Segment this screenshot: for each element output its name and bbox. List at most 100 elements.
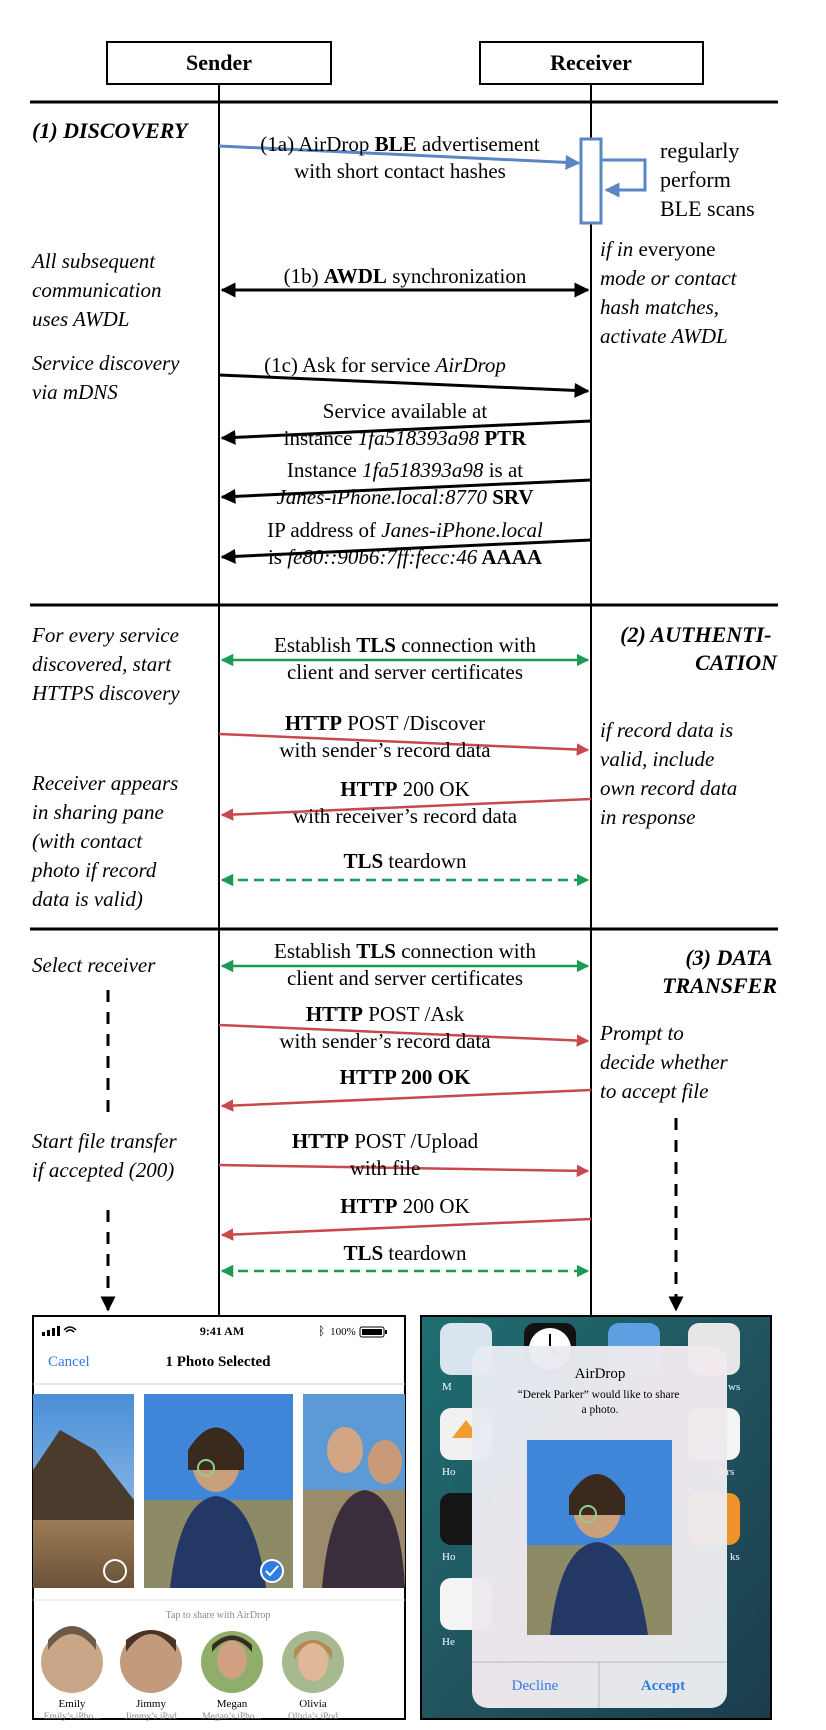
message-label-segment: client and server certificates	[287, 660, 523, 684]
svg-text:He: He	[442, 1636, 455, 1648]
note-start-transfer: Start file transfer if accepted (200)	[32, 1129, 182, 1182]
msg-1c: (1c) Ask for service AirDrop	[264, 353, 506, 377]
contact-jimmy[interactable]: Jimmy Jimmy’s iPad	[120, 1630, 182, 1722]
contact-device: Megan’s iPho...	[202, 1712, 262, 1722]
contact-device: Emily’s iPho...	[44, 1712, 100, 1722]
arrow-post-upload	[218, 1163, 590, 1178]
message-label-segment: 1fa518393a98	[362, 458, 484, 482]
share-hint: Tap to share with AirDrop	[166, 1610, 271, 1621]
contact-name: Megan	[217, 1698, 248, 1710]
photo-select-circle[interactable]	[103, 1559, 127, 1583]
arrow-srv	[220, 478, 592, 504]
alert-message: “Derek Parker” would like to share a pho…	[518, 1389, 683, 1416]
arrow-ble-advertisement	[218, 144, 581, 170]
message-label-segment: PTR	[479, 426, 527, 450]
contact-device: Olivia’s iPod	[288, 1712, 338, 1722]
message-label-segment: SRV	[487, 485, 534, 509]
message-label-segment: synchronization	[387, 264, 527, 288]
arrow-post-discover	[218, 732, 590, 756]
message-arrows	[218, 144, 592, 1278]
alert-title: AirDrop	[575, 1366, 626, 1382]
message-label-segment: with sender’s record data	[279, 1029, 491, 1053]
note-https: For every service discovered, start HTTP…	[31, 623, 184, 705]
svg-text:ws: ws	[728, 1381, 740, 1393]
message-label-segment: BLE	[375, 132, 417, 156]
message-label-segment: (1a) AirDrop	[260, 132, 374, 156]
message-label-segment: HTTP	[340, 777, 397, 801]
arrow-aaaa	[220, 538, 592, 564]
msg-1b: (1b) AWDL synchronization	[284, 264, 527, 288]
arrow-post-ask	[218, 1023, 590, 1047]
arrow-200-ok-1	[220, 797, 592, 821]
photo-selected-check-icon[interactable]	[260, 1559, 284, 1583]
arrow-ptr	[220, 419, 592, 445]
contact-name: Olivia	[299, 1698, 327, 1710]
note-activate-awdl: if in everyone mode or contact hash matc…	[600, 237, 742, 348]
message-label-segment: client and server certificates	[287, 966, 523, 990]
message-label-segment: connection with	[396, 939, 536, 963]
receiver-phone-screenshot: M ws Ho ders Ho ks He AirDrop “Derek Par…	[420, 1315, 772, 1720]
message-label-segment: TLS	[356, 939, 396, 963]
photo-thumbnail-beach[interactable]	[33, 1394, 134, 1588]
arrow-200-ok-3	[220, 1217, 592, 1241]
cancel-button[interactable]: Cancel	[48, 1354, 90, 1370]
svg-text:Ho: Ho	[442, 1466, 456, 1478]
message-label-segment: Janes-iPhone.local:8770	[276, 485, 487, 509]
message-label-segment: Instance	[287, 458, 362, 482]
message-label-segment: teardown	[383, 1241, 467, 1265]
contact-device: Jimmy’s iPad	[125, 1712, 177, 1722]
contact-olivia[interactable]: Olivia Olivia’s iPod	[282, 1631, 344, 1722]
message-label-segment: Janes-iPhone.local	[381, 518, 543, 542]
note-sharing-pane: Receiver appears in sharing pane (with c…	[30, 771, 184, 911]
contact-emily[interactable]: Emily Emily’s iPho...	[41, 1626, 103, 1722]
avatar	[120, 1631, 182, 1693]
sender-header: Sender	[186, 50, 252, 75]
message-label-segment: TLS	[343, 1241, 383, 1265]
contact-name: Jimmy	[136, 1698, 166, 1710]
message-label-segment: (1c) Ask for service	[264, 353, 435, 377]
message-label-segment: Service available at	[323, 399, 488, 423]
message-label-segment: is	[268, 545, 287, 569]
receiver-header-box	[479, 41, 704, 85]
message-label-segment: AAAA	[477, 545, 543, 569]
message-label-segment: teardown	[383, 849, 467, 873]
message-label-segment: AirDrop	[434, 353, 506, 377]
note-awdl: All subsequent communication uses AWDL	[30, 249, 167, 331]
note-record-valid: if record data is valid, include own rec…	[600, 718, 743, 829]
sender-phone-screenshot: 9:41 AM ᛒ 100% Cancel 1 Photo Selected	[32, 1315, 406, 1722]
receiver-header: Receiver	[550, 50, 632, 75]
shared-photo-preview	[527, 1440, 672, 1635]
sender-header-box	[106, 41, 332, 85]
message-label-segment: HTTP	[306, 1002, 363, 1026]
contact-megan[interactable]: Megan Megan’s iPho...	[201, 1631, 263, 1722]
message-label-segment: POST /Ask	[363, 1002, 465, 1026]
message-label-segment: POST /Upload	[349, 1129, 479, 1153]
message-label-segment: HTTP	[340, 1194, 397, 1218]
decline-button[interactable]: Decline	[512, 1678, 559, 1694]
svg-text:ks: ks	[730, 1551, 740, 1563]
message-label-segment: with sender’s record data	[279, 738, 491, 762]
ble-scan-self-arrow	[601, 158, 647, 198]
photo-thumbnail-girls[interactable]	[303, 1394, 405, 1588]
note-mdns: Service discovery via mDNS	[32, 351, 185, 404]
message-label-segment: 1fa518393a98	[358, 426, 480, 450]
svg-text:M: M	[442, 1381, 452, 1393]
message-label-segment: POST /Discover	[342, 711, 485, 735]
message-label-segment: with short contact hashes	[294, 159, 506, 183]
msg-tls-teardown-2: TLS teardown	[343, 1241, 467, 1265]
photo-thumbnail-bubble-girl[interactable]	[144, 1394, 293, 1588]
svg-text:Ho: Ho	[442, 1551, 456, 1563]
signal-icon	[42, 1326, 60, 1336]
message-label-segment: (1b)	[284, 264, 324, 288]
accept-button[interactable]: Accept	[641, 1678, 685, 1694]
airdrop-alert-dialog: AirDrop “Derek Parker” would like to sha…	[472, 1346, 727, 1708]
note-ble-scans: regularly perform BLE scans	[660, 138, 755, 221]
